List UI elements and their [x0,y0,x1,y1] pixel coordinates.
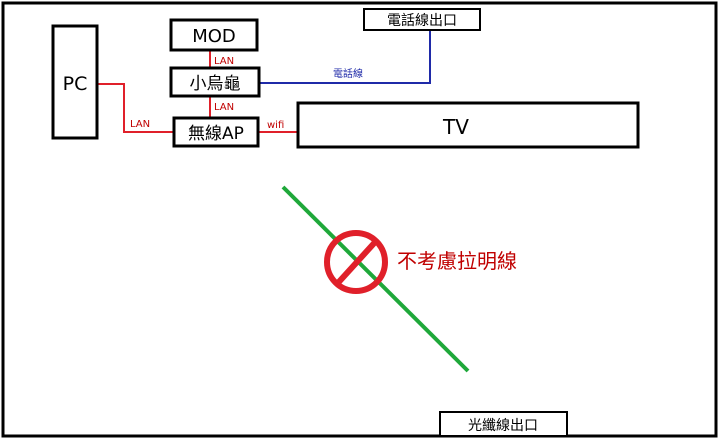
router-label: 小烏龜 [190,74,241,94]
annotation-no-exposed-cable: 不考慮拉明線 [397,249,517,273]
mod-box [169,18,259,52]
phone-outlet-box [363,8,481,31]
label-lan-router-ap: LAN [214,102,234,113]
router-box [169,66,261,98]
link-pc-ap [97,83,174,133]
pc-label: PC [63,73,88,95]
fiber-outlet-label: 光纖線出口 [468,418,538,434]
tv-label: TV [442,115,469,139]
wireless-ap-label: 無線AP [188,124,244,144]
pc-box [51,24,99,140]
link-router-phone [260,30,431,84]
proposed-cable-route [281,185,470,373]
label-lan-pc-ap: LAN [130,119,150,130]
mod-label: MOD [192,26,236,47]
fiber-outlet-box [439,411,568,437]
tv-box [296,101,640,149]
label-phone-line: 電話線 [333,67,363,80]
label-lan-mod-router: LAN [214,56,234,67]
phone-outlet-label: 電話線出口 [387,12,457,29]
label-wifi-ap-tv: wifi [267,120,284,131]
prohibited-icon [324,230,388,294]
wireless-ap-box [172,116,260,148]
